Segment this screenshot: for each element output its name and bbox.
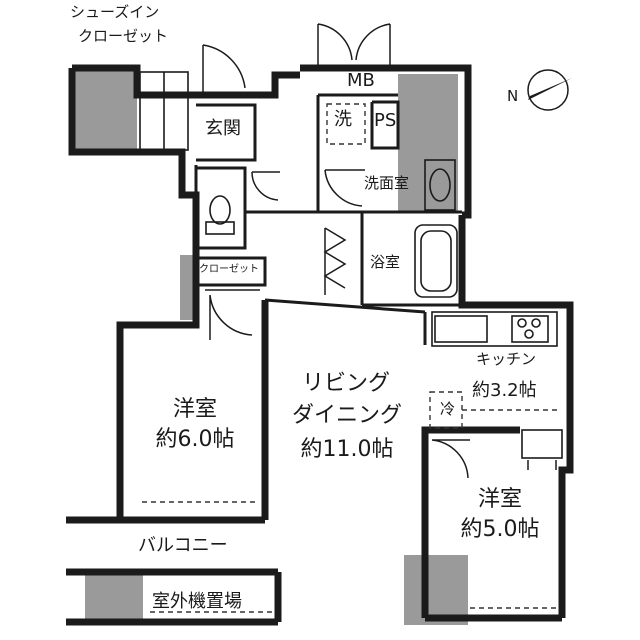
- kitchen-area-label: 約3.2帖: [472, 380, 537, 401]
- ps-walls: [370, 100, 400, 150]
- mb-door-left: [317, 23, 353, 65]
- room-b-door: [431, 439, 470, 479]
- western-room-a-area: 約6.0帖: [155, 427, 235, 452]
- outdoor-unit-shade: [85, 573, 143, 623]
- living-label-1: リビング: [301, 371, 390, 396]
- outer-wall-top: [72, 64, 300, 99]
- compass-ring: [527, 69, 569, 111]
- toilet-tank: [205, 221, 235, 235]
- ps-label: PS: [374, 110, 397, 131]
- left-upper-column: [180, 255, 196, 320]
- outer-wall-left-upper: [68, 68, 200, 520]
- burner-1: [517, 318, 527, 328]
- wash-basin: [429, 168, 451, 202]
- balcony-label: バルコニー: [138, 535, 228, 556]
- yokushitsu-label: 浴室: [370, 253, 401, 271]
- compass-needle[interactable]: [528, 78, 572, 100]
- mb-door-right: [355, 23, 391, 65]
- living-top-wall: [264, 298, 426, 314]
- shoes-in-closet-label-2: クローゼット: [78, 27, 169, 45]
- room-b-closet-door: [527, 460, 557, 470]
- closet-label: クローゼット: [199, 264, 259, 275]
- genkan-label: 玄関: [205, 118, 241, 139]
- toilet-bowl: [209, 195, 231, 225]
- western-room-a-name: 洋室: [172, 397, 217, 422]
- kitchen-name-label: キッチン: [476, 350, 537, 368]
- fixtures: [139, 71, 563, 459]
- bath-fold-door: [323, 227, 347, 295]
- fridge-label: 冷: [440, 400, 456, 418]
- bathtub-inner: [420, 230, 452, 292]
- shoes-closet-shade: [72, 70, 137, 152]
- toilet-walls: [196, 166, 247, 250]
- entrance-door: [202, 44, 246, 95]
- room-b-column: [404, 555, 468, 625]
- closet-walls: [196, 256, 267, 287]
- mb-label: MB: [347, 70, 375, 91]
- senmenjo-label: 洗面室: [364, 174, 410, 192]
- walls: [66, 64, 574, 626]
- outer-wall-right-lower: [558, 402, 574, 618]
- living-label-2: ダイニング: [291, 403, 402, 428]
- western-room-b-area: 約5.0帖: [460, 517, 540, 542]
- stove: [511, 315, 549, 343]
- kitchen-counter: [431, 311, 558, 347]
- doors: [202, 23, 557, 479]
- washer-dash: [326, 103, 366, 145]
- compass: [527, 69, 572, 111]
- washer-label: 洗: [334, 109, 352, 130]
- compass-north-label: N: [507, 87, 519, 105]
- room-b-closet: [521, 429, 563, 459]
- bathtub: [414, 224, 458, 298]
- burner-3: [524, 329, 534, 339]
- pipe-shaft-shade: [398, 74, 458, 212]
- shaded-areas: [72, 70, 468, 625]
- senmenjo-door: [324, 169, 365, 207]
- outdoor-unit-label: 室外機置場: [152, 591, 242, 612]
- western-room-b-name: 洋室: [477, 487, 522, 512]
- dashed-lines: [142, 103, 560, 613]
- interior-walls: [194, 93, 462, 345]
- room-a-door: [209, 294, 253, 340]
- toilet-door: [251, 171, 280, 201]
- outer-wall-right: [458, 215, 574, 402]
- kitchen-sink: [434, 315, 488, 343]
- wash-basin-counter: [424, 159, 456, 211]
- living-area-label: 約11.0帖: [300, 437, 394, 462]
- genkan-walls: [196, 103, 257, 162]
- burner-2: [531, 318, 541, 328]
- shoes-in-closet-label-1: シューズイン: [70, 3, 160, 21]
